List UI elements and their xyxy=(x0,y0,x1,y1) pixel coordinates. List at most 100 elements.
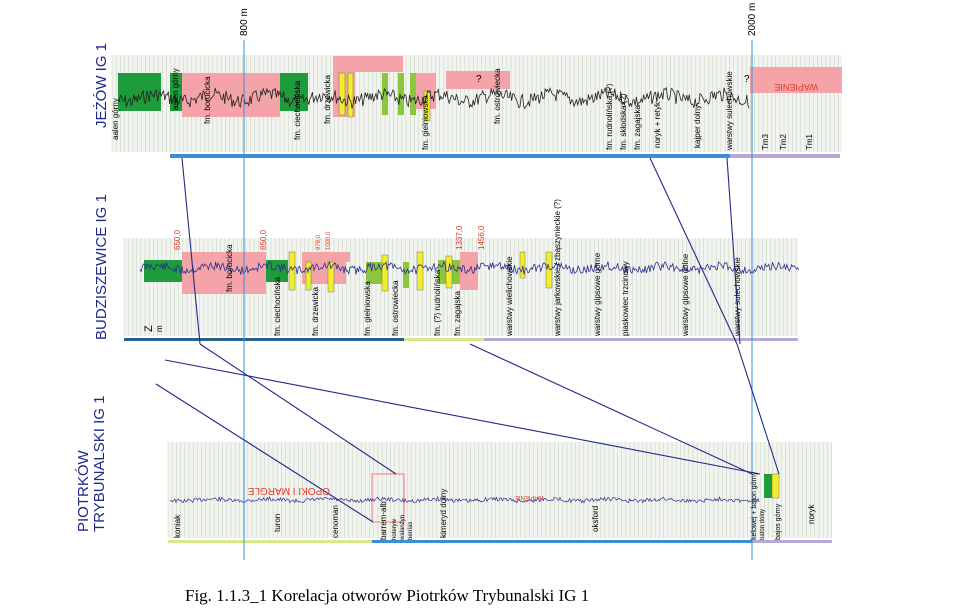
figure-caption: Fig. 1.1.3_1 Korelacja otworów Piotrków … xyxy=(185,586,590,605)
title-piotrkow-1: PIOTRKÓW xyxy=(75,449,92,532)
budz-label-jark: warstwy jarkowskie / zbąszynieckie (?) xyxy=(553,199,562,337)
budz-bottom-bar xyxy=(124,338,404,341)
budz-label-rudn: fm. (?) rudnolińska xyxy=(433,269,442,336)
budz-yellow-block-8 xyxy=(545,251,553,289)
budz-label-ciech: fm. ciechocińska xyxy=(273,276,282,336)
budz-label-gipsd: warstwy gipsowe dolne xyxy=(681,253,690,337)
budz-label-m: m xyxy=(155,325,164,332)
title-budziszewice: BUDZISZEWICE IG 1 xyxy=(93,194,110,340)
jezow-pink-block-2 xyxy=(333,56,403,72)
budz-lightgreen-block-2 xyxy=(403,262,409,288)
jezow-pink-block-5 xyxy=(446,71,510,89)
piotr-label-wal: walanżyn xyxy=(400,515,406,541)
jezow-lightgreen-block-3 xyxy=(410,73,416,115)
piotr-label-koniak: koniak xyxy=(173,514,182,538)
jezow-label-wapienie: WAPIENIE xyxy=(774,82,818,92)
piotr-label-kel: kelowej + baton górny xyxy=(751,471,758,540)
jezow-label-ostro: fm. ostrowiecka xyxy=(493,68,502,124)
jezow-label-tm3: Tm3 xyxy=(761,133,770,150)
piotr-opoki-box xyxy=(371,473,405,523)
budz-label-piask: piaskowiec trzcinowy xyxy=(621,261,630,336)
jezow-label-aalen: aalen górny xyxy=(111,98,120,140)
piotr-label-hot: hoteryw xyxy=(392,518,398,540)
budz-label-bor: fm. borucicka xyxy=(225,244,234,292)
jezow-lightgreen-block-2 xyxy=(398,73,404,115)
piotrkow-panel xyxy=(168,473,832,543)
jezow-label-q1: ? xyxy=(476,74,482,85)
piotr-green-block xyxy=(764,474,772,498)
jezow-label-drze: fm. drzewicka xyxy=(323,75,332,124)
budz-label-ostro: fm. ostrowiecka xyxy=(391,280,400,336)
budz-label-zag: fm. zagajska xyxy=(453,291,462,336)
jezow-label-rudn: fm. rudnolińska (?) xyxy=(605,83,614,150)
piotrkow-grid xyxy=(167,442,832,538)
budz-depth-4: 1000,0 xyxy=(326,231,332,250)
piotr-label-bat: baton dolny xyxy=(760,509,766,540)
budz-yellow-block-1 xyxy=(288,251,296,291)
budz-yellow-block-5 xyxy=(416,251,424,291)
budz-bottom-bar-lime xyxy=(404,338,484,341)
piotr-label-turon: turon xyxy=(273,514,282,532)
piotr-label-kim: kimeryd dolny xyxy=(439,489,448,538)
jezow-green-block-1 xyxy=(118,73,161,111)
piotr-label-noryk: noryk xyxy=(807,503,816,524)
jezow-label-zag: fm. zagajska xyxy=(633,105,642,150)
scale-label-2000m: 2000 m xyxy=(747,3,758,36)
budz-depth-6: 1456,0 xyxy=(477,225,486,250)
budziszewice-log-curve xyxy=(139,260,800,276)
grid-background xyxy=(168,442,832,538)
budz-yellow-block-4 xyxy=(381,254,389,292)
jezow-label-noryk: noryk + retyk xyxy=(653,101,662,148)
piotr-label-opoki: OPOKI I MARGLE xyxy=(247,485,330,496)
piotr-label-bajos: bajos górny xyxy=(775,503,782,540)
budz-depth-1: 650,0 xyxy=(173,229,182,250)
jezow-green-block-3 xyxy=(280,73,308,111)
budz-pink-block-2 xyxy=(302,252,350,262)
budz-pink-block-1 xyxy=(182,252,266,294)
jezow-label-gielni: fm. gielniowska xyxy=(421,95,430,150)
jezow-lightgreen-block-1 xyxy=(382,73,388,115)
jezow-pink-block-6 xyxy=(750,67,842,93)
budz-label-wielich: warstwy wielichowskie xyxy=(505,256,514,337)
jezow-label-kajper: kajper dolny xyxy=(693,105,702,148)
jezow-label-tm1: Tm1 xyxy=(805,133,814,150)
budz-label-z: Z xyxy=(143,325,155,332)
budz-pink-block-3 xyxy=(302,262,346,284)
jezow-label-ciech: fm. ciechocińska xyxy=(293,80,302,140)
correlation-lines xyxy=(155,157,780,523)
piotr-bottom-bar-lavender xyxy=(752,540,832,543)
jezow-label-q2: ? xyxy=(744,74,750,85)
jezow-label-warstwy: warstwy sulechowskie xyxy=(725,71,734,151)
jezow-label-sklo: fm. skłodska (?) xyxy=(619,93,628,150)
budz-depth-2: 850,0 xyxy=(259,229,268,250)
piotr-bottom-bar-blue xyxy=(372,540,752,543)
budziszewice-panel xyxy=(124,251,800,341)
budz-yellow-block-7 xyxy=(519,251,526,279)
budz-label-gielni: fm. gielniowska xyxy=(363,281,372,336)
jezow-yellow-block-1 xyxy=(338,72,346,116)
scale-label-800m: 800 m xyxy=(239,8,250,36)
budz-yellow-block-2 xyxy=(305,261,312,291)
jezow-bottom-bar-lavender xyxy=(730,154,840,158)
piotr-label-barrem: barrem-alb xyxy=(379,501,388,540)
budz-green-block-1 xyxy=(144,260,182,282)
budz-yellow-block-6 xyxy=(445,255,453,289)
budz-label-gipsg: warstwy gipsowe górne xyxy=(593,252,602,337)
budz-label-drze: fm. drzewicka xyxy=(311,287,320,336)
title-piotrkow-2: TRYBUNALSKI IG 1 xyxy=(91,396,108,532)
jezow-bottom-bar xyxy=(170,154,840,158)
piotr-yellow-block xyxy=(771,473,780,499)
piotr-label-oks: oksford xyxy=(591,506,600,532)
piotrkow-log-curve xyxy=(169,495,760,504)
jezow-label-bor: fm. borucicka xyxy=(203,76,212,124)
jezow-green-block-2 xyxy=(170,73,184,111)
piotr-label-ceno: cenoman xyxy=(331,505,340,538)
budz-depth-5: 1337,0 xyxy=(455,225,464,250)
piotr-label-wapienie: WAPIENIE xyxy=(515,494,544,500)
budz-label-sulech: warstwy sulechowskie xyxy=(733,257,742,337)
jezow-yellow-block-3 xyxy=(423,90,431,122)
jezow-log-curve xyxy=(117,86,750,110)
piotr-label-ber: berrias xyxy=(408,522,414,540)
budz-yellow-block-3 xyxy=(327,261,335,293)
